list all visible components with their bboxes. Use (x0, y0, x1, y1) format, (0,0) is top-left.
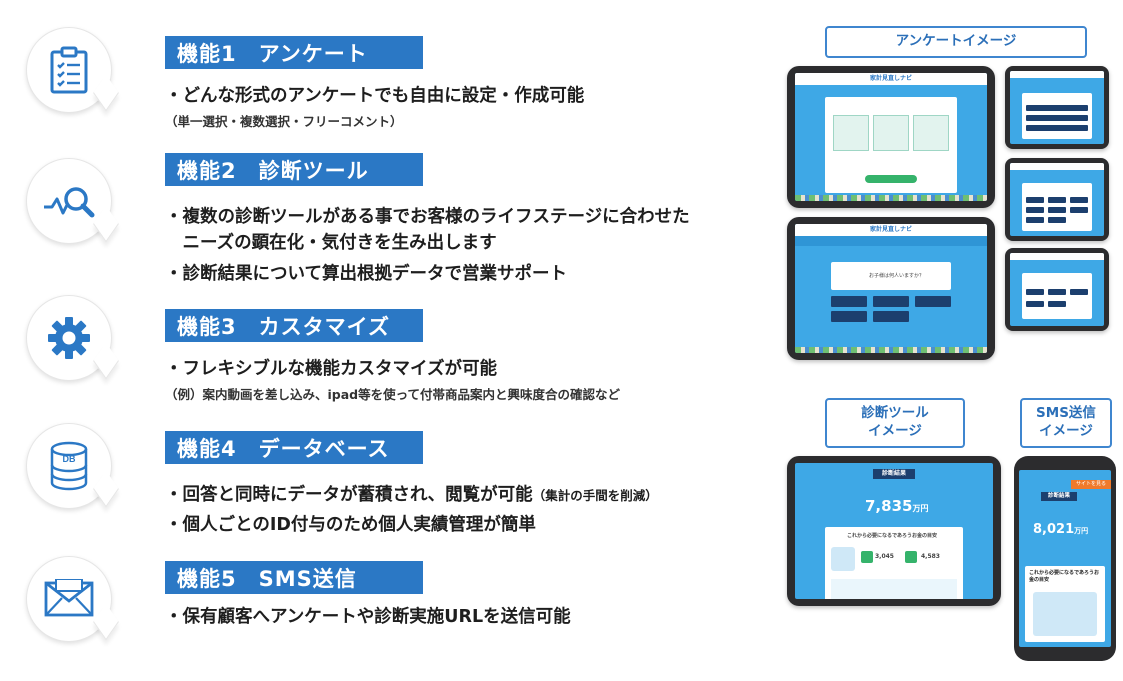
survey-intro-card (825, 97, 957, 193)
feature-3-line-1: ・フレキシブルな機能カスタマイズが可能 (165, 359, 497, 379)
feature-1-icon-bubble (26, 27, 119, 113)
houses-strip (795, 195, 987, 201)
app-header-small-1 (1010, 71, 1104, 78)
search-analytics-icon (44, 187, 95, 218)
ipad-small-2 (1005, 158, 1109, 241)
small-3-card (1022, 273, 1092, 319)
ipad-diagnosis-result: 診断結果 7,835万円 これから必要になるであろうお金の目安 3,045 4,… (787, 456, 1001, 606)
sms-card-title: これから必要になるであろうお金の目安 (1029, 570, 1099, 583)
ipad-small-3-screen (1010, 253, 1104, 326)
feature-1-line-1: ・どんな形式のアンケートでも自由に設定・作成可能 (165, 86, 585, 106)
result-amount: 7,835万円 (865, 497, 928, 515)
question-card: お子様は何人いますか？ (831, 262, 951, 290)
ipad-diagnosis-screen: 診断結果 7,835万円 これから必要になるであろうお金の目安 3,045 4,… (795, 463, 993, 599)
sms-amount: 8,021万円 (1033, 522, 1088, 537)
result-amount-value: 7,835 (865, 497, 913, 515)
database-icon: DB (50, 441, 88, 491)
feature-5-title: 機能5 SMS送信 (165, 561, 423, 594)
ipad-survey-intro: 家計見直しナビ (787, 66, 995, 208)
smartphone-screen: サイトを見る 診断結果 8,021万円 これから必要になるであろうお金の目安 (1019, 470, 1111, 647)
sms-amount-value: 8,021 (1033, 522, 1075, 537)
feature-2-icon-bubble (26, 158, 119, 244)
app-header-small-2 (1010, 163, 1104, 170)
smartphone-sms: サイトを見る 診断結果 8,021万円 これから必要になるであろうお金の目安 (1014, 456, 1116, 661)
small-2-card (1022, 183, 1092, 231)
answer-option-5[interactable] (873, 311, 909, 322)
feature-4-line-2: ・個人ごとのID付与のため個人実績管理が簡単 (165, 515, 536, 535)
sms-amount-unit: 万円 (1074, 527, 1089, 535)
feature-2-line-1: ・複数の診断ツールがある事でお客様のライフステージに合わせた (165, 207, 690, 227)
envelope-icon (44, 579, 94, 617)
ipad-small-1 (1005, 66, 1109, 149)
sms-result-card: これから必要になるであろうお金の目安 (1025, 566, 1105, 642)
ipad-survey-intro-screen: 家計見直しナビ (795, 73, 987, 201)
ipad-small-3 (1005, 248, 1109, 331)
ipad-small-1-screen (1010, 71, 1104, 144)
sms-result-title: 診断結果 (1041, 492, 1077, 501)
feature-1-sub: （単一選択・複数選択・フリーコメント） (165, 114, 403, 129)
ipad-small-2-screen (1010, 163, 1104, 236)
small-1-card (1022, 93, 1092, 139)
feature-4-line-1-main: ・回答と同時にデータが蓄積され、閲覧が可能 (165, 485, 533, 505)
feature-1-title: 機能1 アンケート (165, 36, 423, 69)
feature-4-icon-bubble: DB (26, 423, 119, 509)
result-card-title: これから必要になるであろうお金の目安 (847, 533, 937, 539)
result-value-b: 4,583 (921, 553, 940, 560)
diag-label-line-1: 診断ツール (861, 405, 929, 422)
feature-4-title: 機能4 データベース (165, 431, 423, 464)
survey-image-label: アンケートイメージ (825, 26, 1087, 58)
db-label: DB (63, 454, 76, 464)
app-header-2: 家計見直しナビ (795, 224, 987, 236)
feature-2-line-3: ・診断結果について算出根拠データで営業サポート (165, 264, 567, 284)
result-amount-unit: 万円 (912, 504, 929, 513)
sms-site-badge[interactable]: サイトを見る (1071, 480, 1111, 489)
survey-question-text: お子様は何人いますか？ (869, 273, 925, 279)
gear-icon (48, 317, 90, 359)
clipboard-checklist-icon (50, 46, 88, 94)
result-title: 診断結果 (873, 469, 915, 479)
feature-4-line-1: ・回答と同時にデータが蓄積され、閲覧が可能（集計の手間を削減） (165, 481, 658, 506)
feature-5-icon-bubble (26, 556, 119, 642)
answer-option-3[interactable] (915, 296, 951, 307)
answer-option-2[interactable] (873, 296, 909, 307)
feature-3-title: 機能3 カスタマイズ (165, 309, 423, 342)
feature-2-line-2: ニーズの顕在化・気付きを生み出します (165, 233, 497, 253)
sms-label-line-1: SMS送信 (1036, 405, 1096, 422)
feature-3-sub: （例）案内動画を差し込み、ipad等を使って付帯商品案内と興味度合の確認など (165, 387, 620, 402)
answer-option-4[interactable] (831, 311, 867, 322)
sms-label-line-2: イメージ (1039, 423, 1093, 439)
feature-2-title: 機能2 診断ツール (165, 153, 423, 186)
ipad-survey-question-screen: 家計見直しナビ お子様は何人いますか？ (795, 224, 987, 353)
feature-4-line-1-note: （集計の手間を削減） (532, 488, 658, 503)
app-header: 家計見直しナビ (795, 73, 987, 85)
feature-5-line-1: ・保有顧客へアンケートや診断実施URLを送信可能 (165, 607, 571, 627)
diag-label-line-2: イメージ (868, 423, 922, 439)
houses-strip-2 (795, 347, 987, 353)
feature-3-icon-bubble (26, 295, 119, 381)
answer-option-1[interactable] (831, 296, 867, 307)
result-value-a: 3,045 (875, 553, 894, 560)
app-header-small-3 (1010, 253, 1104, 260)
sms-image-label: SMS送信 イメージ (1020, 398, 1112, 448)
result-card: これから必要になるであろうお金の目安 3,045 4,583 (825, 527, 963, 599)
ipad-survey-question: 家計見直しナビ お子様は何人いますか？ (787, 217, 995, 360)
diag-image-label: 診断ツール イメージ (825, 398, 965, 448)
